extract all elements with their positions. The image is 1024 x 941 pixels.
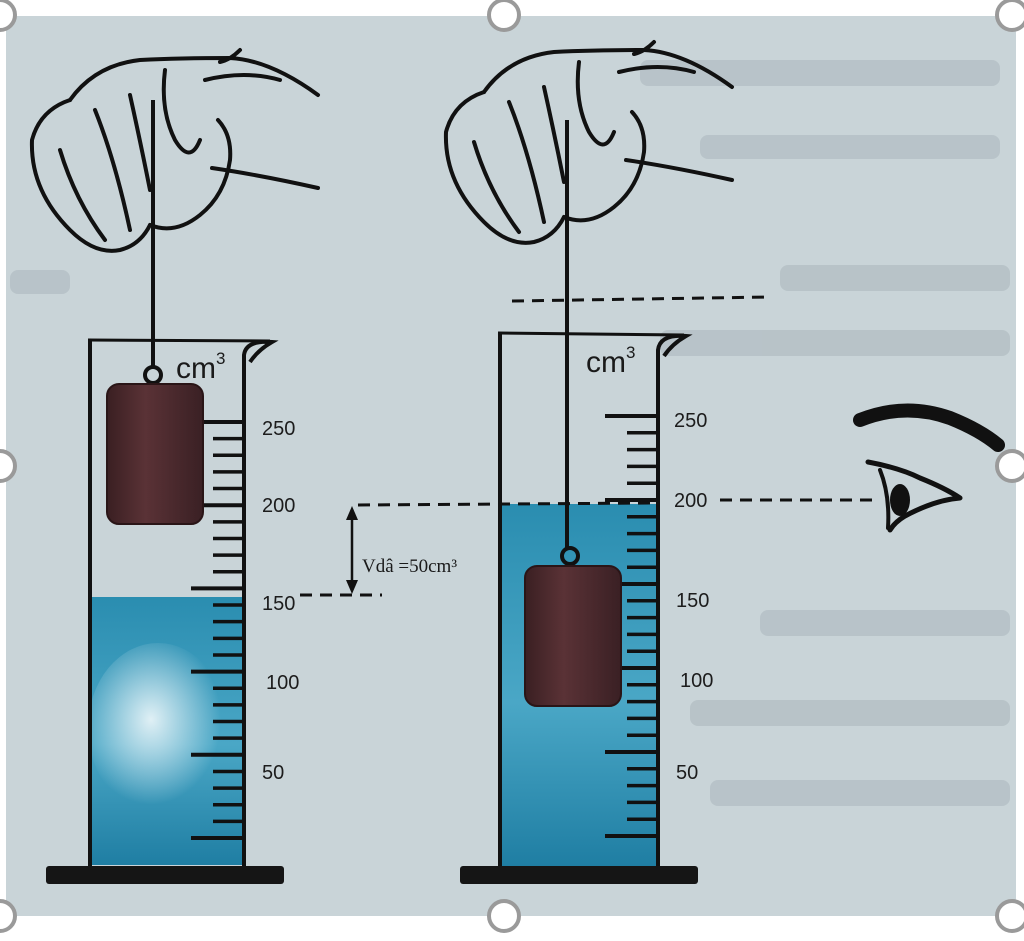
selection-handle-icon[interactable] bbox=[995, 449, 1024, 483]
left-cylinder: cm3 250 200 150 100 50 bbox=[46, 338, 299, 884]
right-scale-label-50: 50 bbox=[676, 762, 698, 784]
right-cylinder-base bbox=[460, 866, 698, 884]
left-scale-label-150: 150 bbox=[262, 593, 295, 615]
overflow-dashed-line bbox=[511, 295, 771, 303]
selection-handle-icon[interactable] bbox=[0, 449, 17, 483]
left-weight-assembly bbox=[29, 48, 320, 525]
selection-handle-icon[interactable] bbox=[487, 0, 521, 32]
guide-lines bbox=[300, 295, 880, 597]
left-cylinder-wall bbox=[88, 339, 279, 866]
left-water-glow bbox=[88, 643, 228, 813]
left-cylinder-rim bbox=[87, 338, 271, 343]
displaced-volume-indicator bbox=[346, 506, 358, 594]
left-cylinder-base bbox=[46, 866, 284, 884]
right-scale-label-150: 150 bbox=[676, 590, 709, 612]
background-bleed-through bbox=[10, 60, 1010, 806]
right-cylinder-rim bbox=[497, 331, 685, 337]
right-weight-hook bbox=[560, 546, 580, 566]
left-unit-label: cm3 bbox=[176, 349, 225, 385]
selection-handle-icon[interactable] bbox=[0, 899, 17, 933]
selection-handle-icon[interactable] bbox=[0, 0, 17, 32]
left-scale-label-250: 250 bbox=[262, 418, 295, 440]
right-weight bbox=[524, 565, 622, 707]
left-scale-label-200: 200 bbox=[262, 495, 295, 517]
left-scale-label-50: 50 bbox=[262, 762, 284, 784]
right-unit-label: cm3 bbox=[586, 343, 635, 379]
eye-icon bbox=[853, 403, 1005, 533]
right-cylinder-wall bbox=[498, 333, 693, 866]
right-scale-label-250: 250 bbox=[674, 410, 707, 432]
hand-icon bbox=[443, 40, 734, 245]
selection-handle-icon[interactable] bbox=[995, 899, 1024, 933]
level-200-dashed-line bbox=[357, 501, 656, 507]
selection-handle-icon[interactable] bbox=[995, 0, 1024, 32]
right-weight-assembly bbox=[443, 40, 734, 707]
displaced-volume-label: Vdâ =50cm³ bbox=[362, 556, 457, 577]
left-weight bbox=[106, 383, 204, 525]
selection-handle-icon[interactable] bbox=[487, 899, 521, 933]
right-scale-label-200: 200 bbox=[674, 490, 707, 512]
left-scale-label-100: 100 bbox=[266, 672, 299, 694]
right-scale-label-100: 100 bbox=[680, 670, 713, 692]
hand-icon bbox=[29, 48, 320, 253]
